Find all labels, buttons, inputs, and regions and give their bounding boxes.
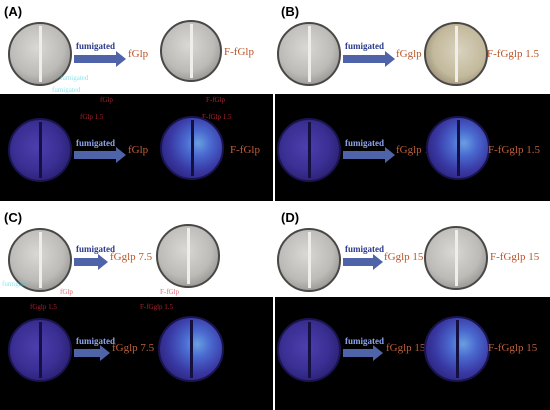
- ghost-text-a-2: fumigated: [52, 86, 81, 94]
- sample-label-c-control: fGglp 7.5: [110, 251, 153, 263]
- uv-dish-a-treated: [160, 116, 224, 180]
- arrow-label-d: fumigated: [345, 244, 384, 254]
- uv-fumigation-arrow-a: [74, 147, 126, 163]
- uv-fumigation-arrow-c: [74, 345, 110, 361]
- uv-arrow-label-b: fumigated: [345, 138, 384, 148]
- petri-dish-d-control: [277, 228, 341, 292]
- uv-arrow-label-c: fumigated: [76, 336, 115, 346]
- uv-fumigation-arrow-b: [343, 147, 395, 163]
- ghost-text-c-5: F-fGglp 1.5: [140, 303, 174, 311]
- ghost-text-a-4: F-fGlp: [206, 96, 226, 104]
- sample-label-b-treated: F-fGglp 1.5: [487, 48, 539, 60]
- uv-dish-d-control: [277, 318, 341, 382]
- uv-dish-d-treated: [424, 316, 490, 382]
- ghost-text-c-2: fGlp: [60, 288, 73, 296]
- uv-dish-c-treated: [158, 316, 224, 382]
- ghost-text-a-6: F-fGlp 1.5: [202, 113, 232, 121]
- uv-dish-c-control: [8, 318, 72, 382]
- ghost-text-a-1: fumigated: [60, 74, 89, 82]
- petri-dish-a-treated: [160, 20, 222, 82]
- fumigation-arrow-a: [74, 51, 126, 67]
- uv-dish-b-treated: [426, 116, 490, 180]
- ghost-text-c-4: fGglp 1.5: [30, 303, 57, 311]
- petri-dish-b-treated: [424, 22, 488, 86]
- uv-dish-b-control: [277, 118, 341, 182]
- panel-label-a: (A): [4, 4, 23, 19]
- uv-dish-a-control: [8, 118, 72, 182]
- uv-sample-label-b-treated: F-fGglp 1.5: [488, 144, 540, 156]
- petri-dish-b-control: [277, 22, 341, 86]
- fumigation-arrow-c: [74, 254, 108, 270]
- uv-sample-label-d-control: fGglp 15: [386, 342, 426, 354]
- panel-label-c: (C): [4, 210, 23, 225]
- arrow-label-a: fumigated: [76, 41, 115, 51]
- uv-arrow-label-a: fumigated: [76, 138, 115, 148]
- petri-dish-a-control: [8, 22, 72, 86]
- arrow-label-c: fumigated: [76, 244, 115, 254]
- sample-label-d-treated: F-fGglp 15: [490, 251, 540, 263]
- uv-sample-label-a-control: fGlp: [128, 144, 149, 156]
- sample-label-d-control: fGglp 15: [384, 251, 424, 263]
- panel-label-d: (D): [281, 210, 300, 225]
- sample-label-a-control: fGlp: [128, 48, 149, 60]
- panel-label-b: (B): [281, 4, 300, 19]
- ghost-text-c-1: fumigated: [2, 280, 31, 288]
- ghost-text-a-3: fGlp: [100, 96, 113, 104]
- ghost-text-c-3: F-fGlp: [160, 288, 180, 296]
- uv-sample-label-d-treated: F-fGglp 15: [488, 342, 538, 354]
- uv-sample-label-a-treated: F-fGlp: [230, 144, 260, 156]
- petri-dish-c-control: [8, 228, 72, 292]
- ghost-text-a-5: fGlp 1.5: [80, 113, 104, 121]
- sample-label-a-treated: F-fGlp: [224, 46, 254, 58]
- fumigation-arrow-d: [343, 254, 383, 270]
- petri-dish-d-treated: [424, 226, 488, 290]
- uv-fumigation-arrow-d: [343, 345, 383, 361]
- uv-arrow-label-d: fumigated: [345, 336, 384, 346]
- arrow-label-b: fumigated: [345, 41, 384, 51]
- fumigation-arrow-b: [343, 51, 395, 67]
- uv-sample-label-c-control: fGglp 7.5: [112, 342, 155, 354]
- petri-dish-c-treated: [156, 224, 220, 288]
